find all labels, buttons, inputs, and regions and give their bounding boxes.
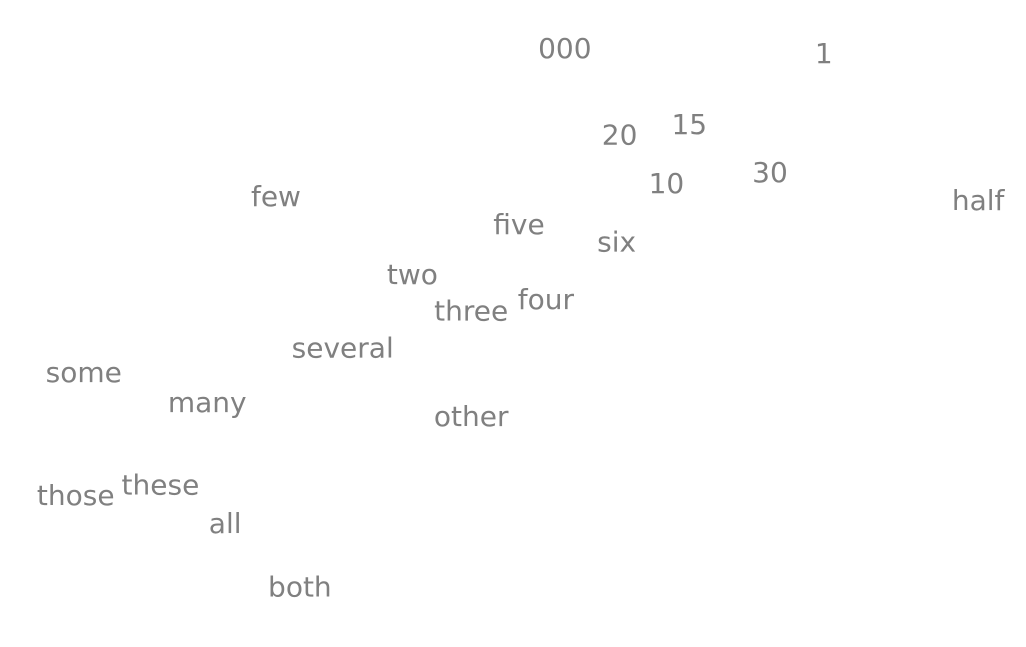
word-label-3: 20 — [602, 119, 638, 152]
word-label-20: both — [268, 571, 332, 604]
word-label-1: 1 — [815, 37, 833, 70]
word-label-17: these — [122, 468, 200, 501]
word-label-14: some — [46, 356, 122, 389]
word-label-9: six — [597, 225, 636, 258]
word-label-0: 000 — [538, 32, 591, 65]
word-label-13: several — [292, 331, 394, 364]
word-label-4: 30 — [752, 156, 788, 189]
word-label-7: few — [251, 180, 301, 213]
word-label-19: all — [209, 507, 242, 540]
word-label-12: three — [434, 295, 508, 328]
word-label-18: those — [37, 479, 115, 512]
word-label-11: four — [518, 283, 575, 316]
word-label-10: two — [387, 258, 438, 291]
word-label-8: five — [493, 208, 544, 241]
word-label-15: many — [168, 386, 247, 419]
word-label-16: other — [434, 400, 509, 433]
word-label-6: half — [952, 184, 1006, 217]
word-label-5: 10 — [649, 167, 685, 200]
word-label-2: 15 — [671, 108, 707, 141]
